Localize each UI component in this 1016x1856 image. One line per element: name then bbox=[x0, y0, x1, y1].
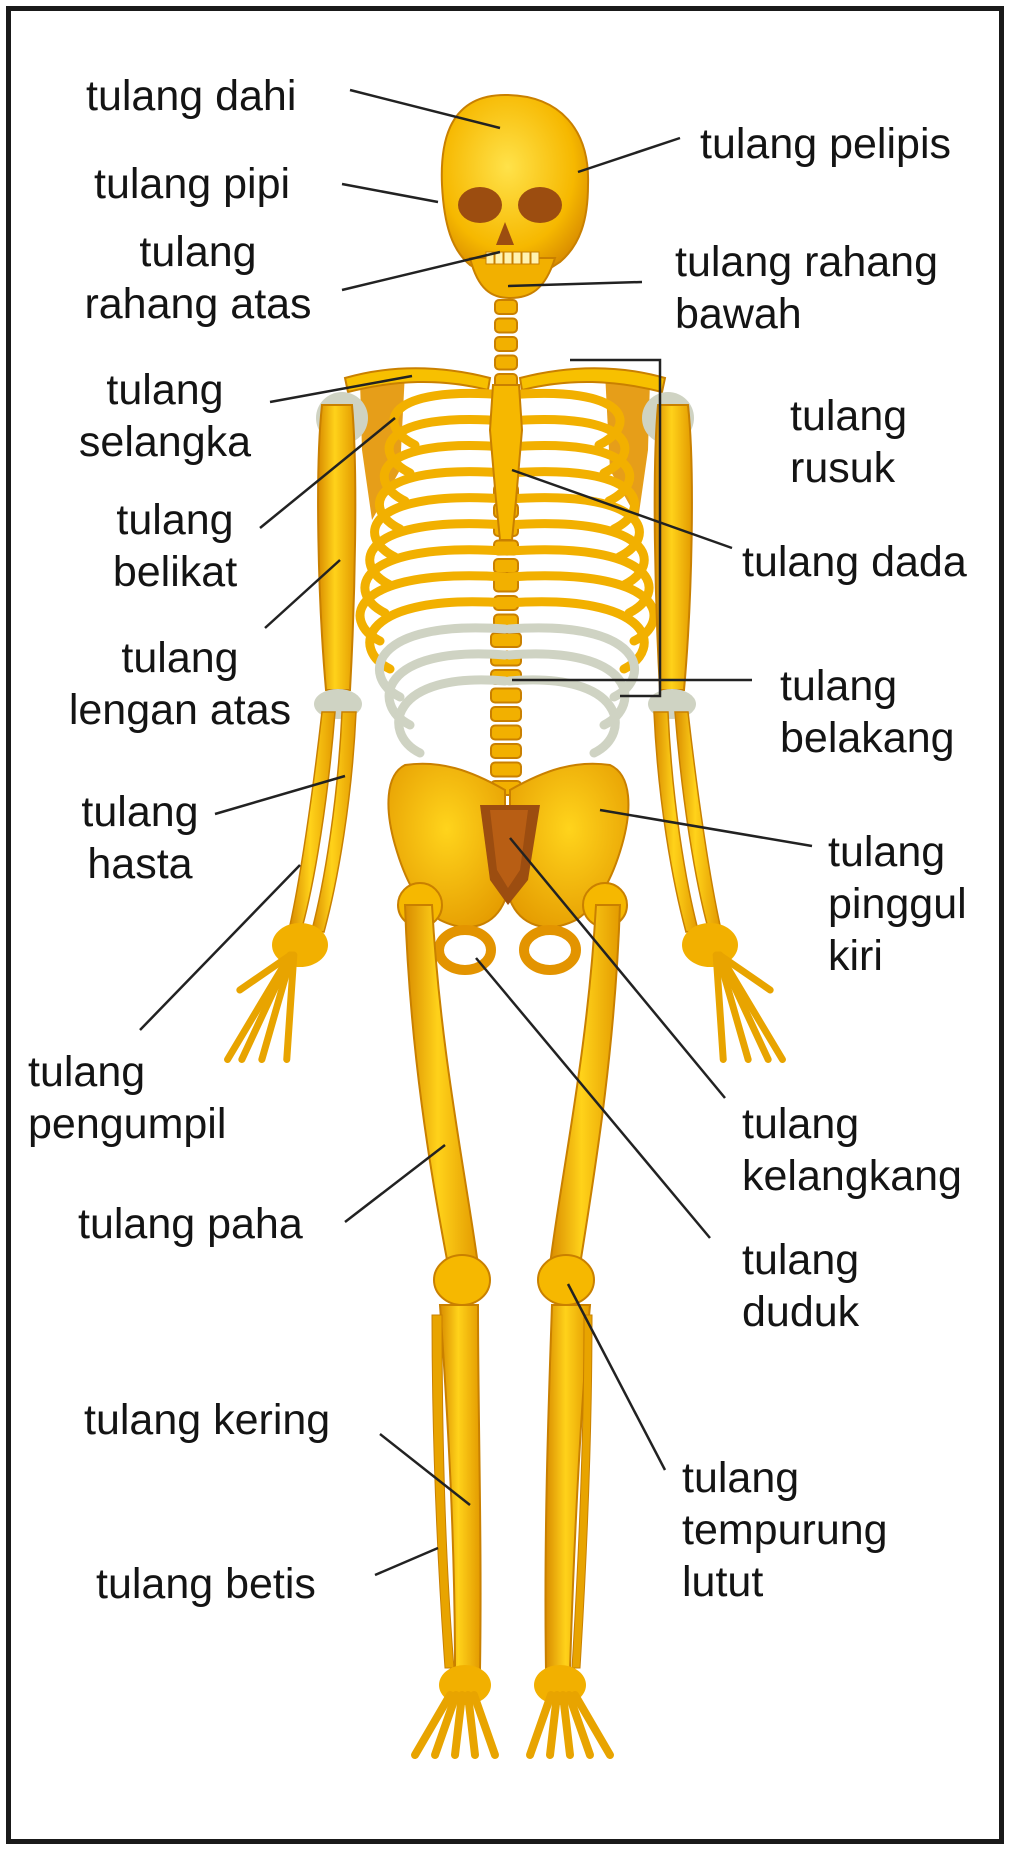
label-line: tulang dada bbox=[742, 536, 967, 588]
label-tulang-rahang-bawah: tulang rahangbawah bbox=[675, 236, 938, 340]
left-rib bbox=[389, 654, 505, 725]
left-eye-socket bbox=[458, 187, 502, 223]
right-eye-socket bbox=[518, 187, 562, 223]
label-line: tulang pelipis bbox=[700, 118, 951, 170]
label-tulang-tempurung-lutut: tulangtempurunglutut bbox=[682, 1452, 888, 1608]
label-line: tulang paha bbox=[78, 1198, 303, 1250]
label-line: tulang bbox=[742, 1234, 859, 1286]
label-tulang-belakang: tulangbelakang bbox=[780, 660, 955, 764]
left-rib bbox=[399, 680, 505, 753]
label-tulang-betis: tulang betis bbox=[96, 1558, 316, 1610]
leader-line bbox=[375, 1548, 438, 1575]
label-line: duduk bbox=[742, 1286, 859, 1338]
label-line: tulang bbox=[50, 494, 300, 546]
label-tulang-rahang-atas: tulangrahang atas bbox=[48, 226, 348, 330]
label-tulang-pengumpil: tulangpengumpil bbox=[28, 1046, 226, 1150]
label-line: tulang betis bbox=[96, 1558, 316, 1610]
label-line: belakang bbox=[780, 712, 955, 764]
label-tulang-pelipis: tulang pelipis bbox=[700, 118, 951, 170]
label-line: tulang dahi bbox=[86, 70, 296, 122]
label-line: kelangkang bbox=[742, 1150, 962, 1202]
label-line: selangka bbox=[40, 416, 290, 468]
leader-line bbox=[345, 1145, 445, 1222]
label-line: tulang bbox=[40, 786, 240, 838]
leader-line bbox=[600, 810, 812, 846]
right-patella bbox=[538, 1255, 594, 1305]
vertebra bbox=[491, 726, 521, 740]
vertebra bbox=[495, 319, 517, 333]
label-line: tulang bbox=[780, 660, 955, 712]
skull bbox=[442, 95, 588, 298]
label-line: tulang bbox=[742, 1098, 962, 1150]
vertebra bbox=[491, 633, 521, 647]
label-line: tulang bbox=[20, 632, 340, 684]
label-tulang-paha: tulang paha bbox=[78, 1198, 303, 1250]
label-tulang-kelangkang: tulangkelangkang bbox=[742, 1098, 962, 1202]
left-clavicle bbox=[345, 368, 490, 392]
label-tulang-rusuk: tulangrusuk bbox=[790, 390, 907, 494]
label-line: hasta bbox=[40, 838, 240, 890]
label-line: pengumpil bbox=[28, 1098, 226, 1150]
vertebra bbox=[494, 559, 518, 573]
vertebra bbox=[491, 763, 521, 777]
label-line: kiri bbox=[828, 930, 967, 982]
label-line: rahang atas bbox=[48, 278, 348, 330]
label-line: lutut bbox=[682, 1556, 888, 1608]
label-line: tulang rahang bbox=[675, 236, 938, 288]
label-line: tulang bbox=[828, 826, 967, 878]
label-line: bawah bbox=[675, 288, 938, 340]
label-line: tulang bbox=[40, 364, 290, 416]
label-tulang-selangka: tulangselangka bbox=[40, 364, 290, 468]
label-line: rusuk bbox=[790, 442, 907, 494]
label-line: lengan atas bbox=[20, 684, 340, 736]
label-line: belikat bbox=[50, 546, 300, 598]
right-obturator bbox=[524, 930, 576, 970]
right-clavicle bbox=[520, 368, 665, 392]
right-rib bbox=[509, 654, 625, 725]
leader-line bbox=[578, 138, 680, 172]
vertebra bbox=[491, 707, 521, 721]
vertebra bbox=[491, 744, 521, 758]
label-line: tulang bbox=[48, 226, 348, 278]
label-tulang-lengan-atas: tulanglengan atas bbox=[20, 632, 340, 736]
label-tulang-pipi: tulang pipi bbox=[94, 158, 290, 210]
vertebra bbox=[495, 337, 517, 351]
label-line: tulang pipi bbox=[94, 158, 290, 210]
label-tulang-duduk: tulangduduk bbox=[742, 1234, 859, 1338]
right-rib bbox=[509, 680, 615, 753]
label-tulang-dahi: tulang dahi bbox=[86, 70, 296, 122]
vertebra bbox=[491, 689, 521, 703]
left-obturator bbox=[439, 930, 491, 970]
label-tulang-kering: tulang kering bbox=[84, 1394, 330, 1446]
vertebra bbox=[495, 300, 517, 314]
label-tulang-pinggul-kiri: tulangpinggulkiri bbox=[828, 826, 967, 982]
label-tulang-hasta: tulanghasta bbox=[40, 786, 240, 890]
label-line: tempurung bbox=[682, 1504, 888, 1556]
label-line: tulang bbox=[682, 1452, 888, 1504]
feet bbox=[415, 1665, 610, 1755]
cranium bbox=[442, 95, 588, 275]
vertebra bbox=[495, 356, 517, 370]
label-line: tulang kering bbox=[84, 1394, 330, 1446]
left-patella bbox=[434, 1255, 490, 1305]
label-line: tulang bbox=[28, 1046, 226, 1098]
label-line: pinggul bbox=[828, 878, 967, 930]
label-tulang-dada: tulang dada bbox=[742, 536, 967, 588]
label-tulang-belikat: tulangbelikat bbox=[50, 494, 300, 598]
leader-line bbox=[342, 184, 438, 202]
label-line: tulang bbox=[790, 390, 907, 442]
